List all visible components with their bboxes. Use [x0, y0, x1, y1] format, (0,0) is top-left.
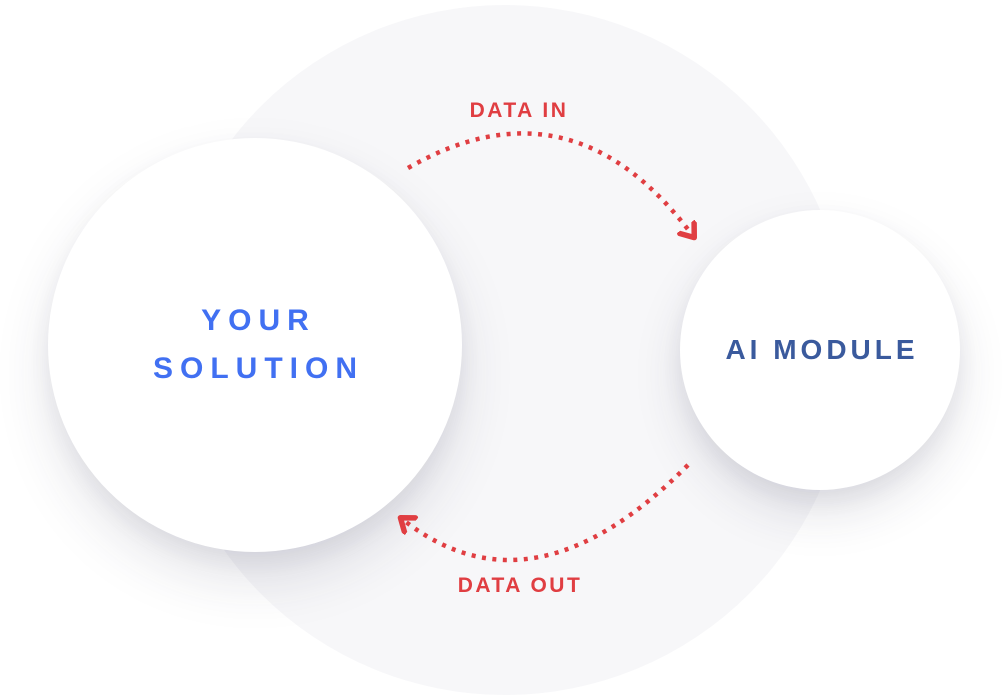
your-solution-node: YOUR SOLUTION: [48, 138, 462, 552]
ai-module-label: AI MODULE: [725, 334, 919, 365]
ai-module-node: AI MODULE: [680, 210, 960, 490]
your-solution-label-line2: SOLUTION: [153, 352, 364, 385]
data-out-label: DATA OUT: [457, 574, 583, 597]
data-in-label: DATA IN: [469, 99, 569, 122]
your-solution-label-line1: YOUR: [201, 304, 316, 337]
